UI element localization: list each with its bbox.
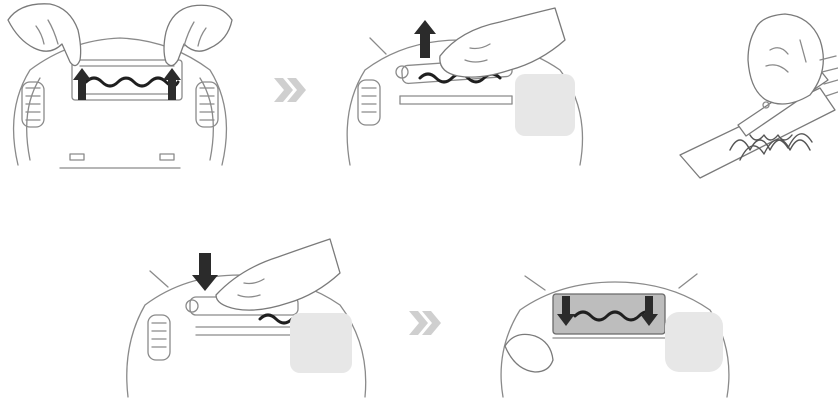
brush-body bbox=[680, 88, 835, 178]
left-hand bbox=[505, 334, 553, 372]
left-wheel bbox=[358, 80, 380, 125]
roller-brush bbox=[260, 315, 292, 323]
step-4-reinsert-brush bbox=[120, 235, 380, 399]
step-2-lift-brush bbox=[340, 0, 600, 180]
next-step-chevron bbox=[272, 76, 308, 104]
hand bbox=[440, 8, 565, 77]
arrow-up-icon bbox=[73, 68, 91, 100]
blurred-region bbox=[515, 74, 575, 136]
left-wheel bbox=[148, 315, 170, 360]
left-hand bbox=[8, 4, 81, 66]
double-chevron-right-icon bbox=[407, 309, 443, 337]
arrow-down-icon bbox=[192, 253, 218, 291]
hand bbox=[748, 14, 823, 104]
step-3-cut-hair bbox=[670, 0, 838, 185]
next-step-chevron bbox=[407, 309, 443, 337]
brush-slot bbox=[400, 96, 512, 104]
right-hand bbox=[164, 5, 232, 65]
step-1-release-clips bbox=[0, 0, 240, 180]
blurred-region bbox=[290, 313, 352, 373]
double-chevron-right-icon bbox=[272, 76, 308, 104]
step-5-press-cover bbox=[495, 260, 735, 399]
arrow-up-icon bbox=[414, 20, 436, 58]
brush-slot bbox=[196, 327, 306, 335]
robot-body-outline bbox=[14, 38, 227, 165]
blurred-region bbox=[665, 312, 723, 372]
